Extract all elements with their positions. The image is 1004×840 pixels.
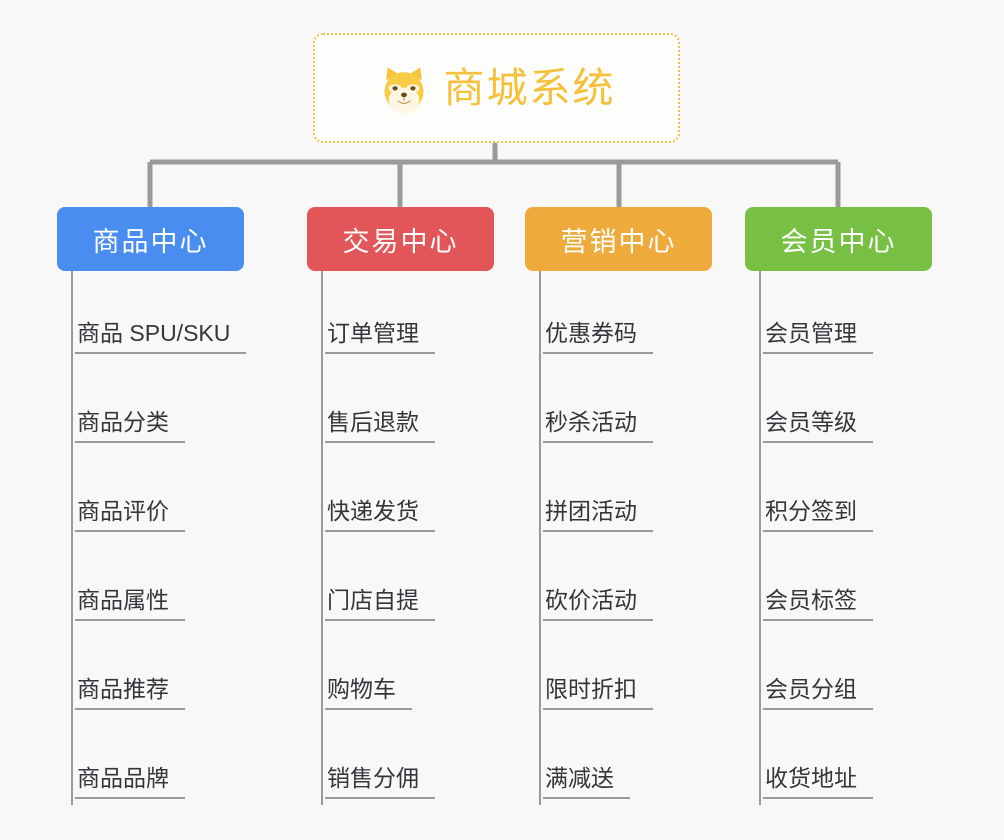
list-item[interactable]: 快递发货 bbox=[321, 449, 537, 538]
list-item[interactable]: 订单管理 bbox=[321, 271, 537, 360]
branch-column-member-center: 会员中心 会员管理 会员等级 积分签到 会员标签 会员分组 收货地址 bbox=[745, 207, 975, 805]
leaf-label: 收货地址 bbox=[763, 765, 873, 799]
branch-header-product-center[interactable]: 商品中心 bbox=[57, 207, 244, 271]
leaf-label: 满减送 bbox=[543, 765, 630, 799]
list-item[interactable]: 会员标签 bbox=[759, 538, 975, 627]
list-item[interactable]: 商品推荐 bbox=[71, 627, 287, 716]
list-item[interactable]: 商品 SPU/SKU bbox=[71, 271, 287, 360]
leaf-list-trade-center: 订单管理 售后退款 快递发货 门店自提 购物车 销售分佣 bbox=[307, 271, 537, 805]
root-title: 商城系统 bbox=[443, 64, 616, 111]
leaf-label: 会员标签 bbox=[763, 587, 873, 621]
leaf-label: 销售分佣 bbox=[325, 765, 435, 799]
leaf-list-marketing-center: 优惠券码 秒杀活动 拼团活动 砍价活动 限时折扣 满减送 bbox=[525, 271, 755, 805]
list-item[interactable]: 商品评价 bbox=[71, 449, 287, 538]
list-item[interactable]: 积分签到 bbox=[759, 449, 975, 538]
leaf-label: 订单管理 bbox=[325, 320, 435, 354]
leaf-label: 商品评价 bbox=[75, 498, 185, 532]
leaf-label: 商品分类 bbox=[75, 409, 185, 443]
list-item[interactable]: 会员管理 bbox=[759, 271, 975, 360]
leaf-label: 会员分组 bbox=[763, 676, 873, 710]
leaf-label: 拼团活动 bbox=[543, 498, 653, 532]
list-item[interactable]: 限时折扣 bbox=[539, 627, 755, 716]
leaf-label: 商品 SPU/SKU bbox=[75, 320, 247, 354]
branch-header-marketing-center[interactable]: 营销中心 bbox=[525, 207, 712, 271]
leaf-label: 门店自提 bbox=[325, 587, 435, 621]
list-item[interactable]: 满减送 bbox=[539, 716, 755, 805]
list-item[interactable]: 销售分佣 bbox=[321, 716, 537, 805]
list-item[interactable]: 优惠券码 bbox=[539, 271, 755, 360]
branch-column-product-center: 商品中心 商品 SPU/SKU 商品分类 商品评价 商品属性 商品推荐 商品品牌 bbox=[57, 207, 287, 805]
leaf-label: 砍价活动 bbox=[543, 587, 653, 621]
list-item[interactable]: 商品分类 bbox=[71, 360, 287, 449]
leaf-label: 商品推荐 bbox=[75, 676, 185, 710]
leaf-list-product-center: 商品 SPU/SKU 商品分类 商品评价 商品属性 商品推荐 商品品牌 bbox=[57, 271, 287, 805]
leaf-label: 购物车 bbox=[325, 676, 412, 710]
branch-column-marketing-center: 营销中心 优惠券码 秒杀活动 拼团活动 砍价活动 限时折扣 满减送 bbox=[525, 207, 755, 805]
root-node[interactable]: 商城系统 bbox=[313, 33, 680, 143]
list-item[interactable]: 售后退款 bbox=[321, 360, 537, 449]
list-item[interactable]: 秒杀活动 bbox=[539, 360, 755, 449]
list-item[interactable]: 商品属性 bbox=[71, 538, 287, 627]
shiba-dog-face-icon bbox=[384, 67, 423, 115]
branch-header-member-center[interactable]: 会员中心 bbox=[745, 207, 932, 271]
leaf-label: 快递发货 bbox=[325, 498, 435, 532]
leaf-list-member-center: 会员管理 会员等级 积分签到 会员标签 会员分组 收货地址 bbox=[745, 271, 975, 805]
leaf-label: 会员等级 bbox=[763, 409, 873, 443]
leaf-label: 优惠券码 bbox=[543, 320, 653, 354]
list-item[interactable]: 砍价活动 bbox=[539, 538, 755, 627]
leaf-label: 商品属性 bbox=[75, 587, 185, 621]
list-item[interactable]: 拼团活动 bbox=[539, 449, 755, 538]
branch-header-trade-center[interactable]: 交易中心 bbox=[307, 207, 494, 271]
list-item[interactable]: 会员等级 bbox=[759, 360, 975, 449]
list-item[interactable]: 收货地址 bbox=[759, 716, 975, 805]
list-item[interactable]: 门店自提 bbox=[321, 538, 537, 627]
list-item[interactable]: 购物车 bbox=[321, 627, 537, 716]
leaf-label: 商品品牌 bbox=[75, 765, 185, 799]
leaf-label: 会员管理 bbox=[763, 320, 873, 354]
list-item[interactable]: 商品品牌 bbox=[71, 716, 287, 805]
branch-column-trade-center: 交易中心 订单管理 售后退款 快递发货 门店自提 购物车 销售分佣 bbox=[307, 207, 537, 805]
leaf-label: 秒杀活动 bbox=[543, 409, 653, 443]
list-item[interactable]: 会员分组 bbox=[759, 627, 975, 716]
leaf-label: 售后退款 bbox=[325, 409, 435, 443]
leaf-label: 限时折扣 bbox=[543, 676, 653, 710]
leaf-label: 积分签到 bbox=[763, 498, 873, 532]
